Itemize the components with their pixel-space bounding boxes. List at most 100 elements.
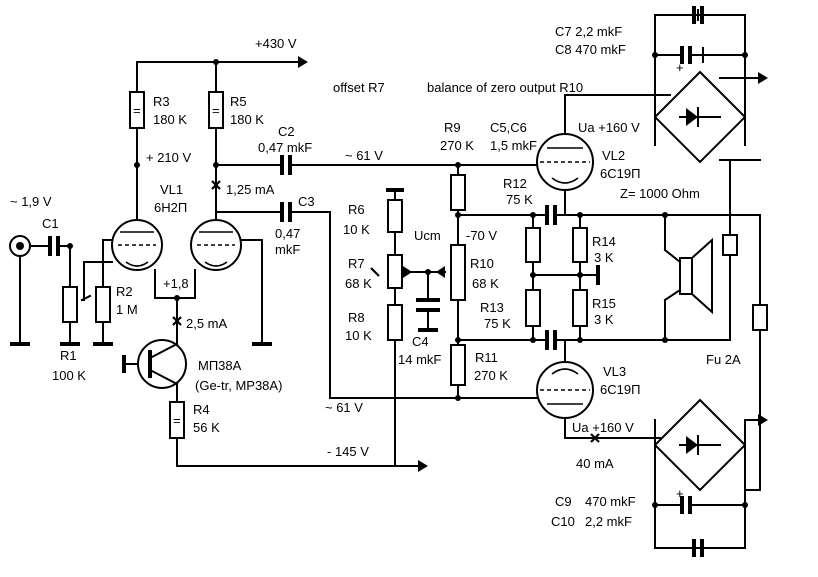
resistor-r14 (572, 227, 588, 263)
label-plus-430v: +430 V (255, 36, 297, 51)
label-c1: C1 (42, 216, 59, 231)
label-c3: C3 (298, 194, 315, 209)
label-c3-value-1: 0,47 (275, 226, 300, 241)
label-r5-value: 180 K (230, 112, 264, 127)
label-r15: R15 (592, 296, 616, 311)
resistor-r10 (450, 244, 466, 301)
rectifier-lower (653, 398, 747, 492)
label-c10-value: 2,2 mkF (585, 514, 632, 529)
label-r14-value: 3 K (594, 250, 614, 265)
label-c8: C8 470 mkF (555, 42, 626, 57)
label-r9: R9 (444, 120, 461, 135)
label-c3-value-2: mkF (275, 242, 300, 257)
label-c10: C10 (551, 514, 575, 529)
label-ua-upper: Ua +160 V (578, 120, 640, 135)
label-transistor: МП38А (198, 358, 242, 373)
label-plus-lower: + (676, 486, 684, 501)
label-impedance: Z= 1000 Ohm (620, 186, 700, 201)
label-offset: offset R7 (333, 80, 385, 95)
rectifier-upper (653, 70, 747, 164)
current-measure-marks (172, 180, 600, 443)
label-signal-61v-top: ~ 61 V (345, 148, 383, 163)
label-fuse: Fu 2A (706, 352, 741, 367)
resistor-r8 (387, 304, 403, 341)
resistor-mark-r5: = (212, 103, 220, 118)
label-r5: R5 (230, 94, 247, 109)
label-r4: R4 (193, 402, 210, 417)
label-vl2: VL2 (602, 148, 625, 163)
tubes (111, 133, 594, 419)
label-r13-value: 75 K (484, 316, 511, 331)
label-r6-value: 10 K (343, 222, 370, 237)
label-c7: C7 2,2 mkF (555, 24, 622, 39)
label-plus-210v: + 210 V (146, 150, 192, 165)
label-c4-value: 14 mkF (398, 352, 441, 367)
label-r7-value: 68 K (345, 276, 372, 291)
label-c5c6: C5,C6 (490, 120, 527, 135)
resistor-r9 (450, 174, 466, 211)
label-r3-value: 180 K (153, 112, 187, 127)
resistor-r15 (572, 289, 588, 327)
junctions (67, 52, 748, 508)
resistor-r11 (450, 344, 466, 386)
label-plus-upper: + (676, 60, 684, 75)
resistor-r3 (129, 91, 145, 129)
resistor-r5 (208, 91, 224, 129)
label-ucm: Ucm (414, 228, 441, 243)
label-r2-value: 1 M (116, 302, 138, 317)
resistor-r12 (525, 227, 541, 263)
label-c5c6-value: 1,5 mkF (490, 138, 537, 153)
transistor-mp38a (137, 339, 187, 389)
resistor-r13 (525, 289, 541, 327)
label-signal-1-9v: ~ 1,9 V (10, 194, 52, 209)
label-r15-value: 3 K (594, 312, 614, 327)
speaker (663, 237, 713, 315)
label-minus-145v: - 145 V (327, 444, 369, 459)
resistor-mark-r4: = (173, 413, 181, 428)
label-c2-value: 0,47 mkF (258, 140, 312, 155)
label-vl1-type: 6H2П (154, 200, 187, 215)
label-balance: balance of zero output R10 (427, 80, 583, 95)
resistor-r4 (169, 401, 185, 439)
label-r3: R3 (153, 94, 170, 109)
wiring (10, 9, 768, 549)
label-c2: C2 (278, 124, 295, 139)
label-r4-value: 56 K (193, 420, 220, 435)
label-r2: R2 (116, 284, 133, 299)
label-c9: C9 (555, 494, 572, 509)
resistor-r6 (387, 199, 403, 233)
label-r10-value: 68 K (472, 276, 499, 291)
label-vl2-type: 6C19П (600, 166, 640, 181)
label-r14: R14 (592, 234, 616, 249)
input-jack (9, 235, 31, 257)
label-r7: R7 (348, 256, 365, 271)
capacitors (48, 6, 704, 557)
label-r6: R6 (348, 202, 365, 217)
resistor-r2 (95, 286, 111, 323)
label-40ma: 40 mA (576, 456, 614, 471)
label-r11: R11 (475, 350, 498, 365)
label-1-25ma: 1,25 mA (226, 182, 275, 197)
label-2-5ma: 2,5 mA (186, 316, 228, 331)
label-vl1: VL1 (160, 182, 183, 197)
label-c9-value: 470 mkF (585, 494, 636, 509)
fuse-lower (752, 304, 768, 331)
label-r8: R8 (348, 310, 365, 325)
label-r12-value: 75 K (506, 192, 533, 207)
resistor-mark-r3: = (133, 103, 141, 118)
resistor-r1 (62, 286, 78, 323)
label-r1: R1 (60, 348, 77, 363)
label-vl3: VL3 (603, 364, 626, 379)
label-transistor-type: (Ge-tr, MP38A) (195, 378, 282, 393)
label-r1-value: 100 K (52, 368, 86, 383)
label-r13: R13 (480, 300, 504, 315)
label-r8-value: 10 K (345, 328, 372, 343)
label-r9-value: 270 K (440, 138, 474, 153)
label-plus-1-8: +1,8 (163, 276, 189, 291)
label-c4: C4 (412, 334, 429, 349)
fuse-upper (722, 234, 738, 256)
label-vl3-type: 6C19П (600, 382, 640, 397)
resistor-r7 (387, 254, 403, 289)
